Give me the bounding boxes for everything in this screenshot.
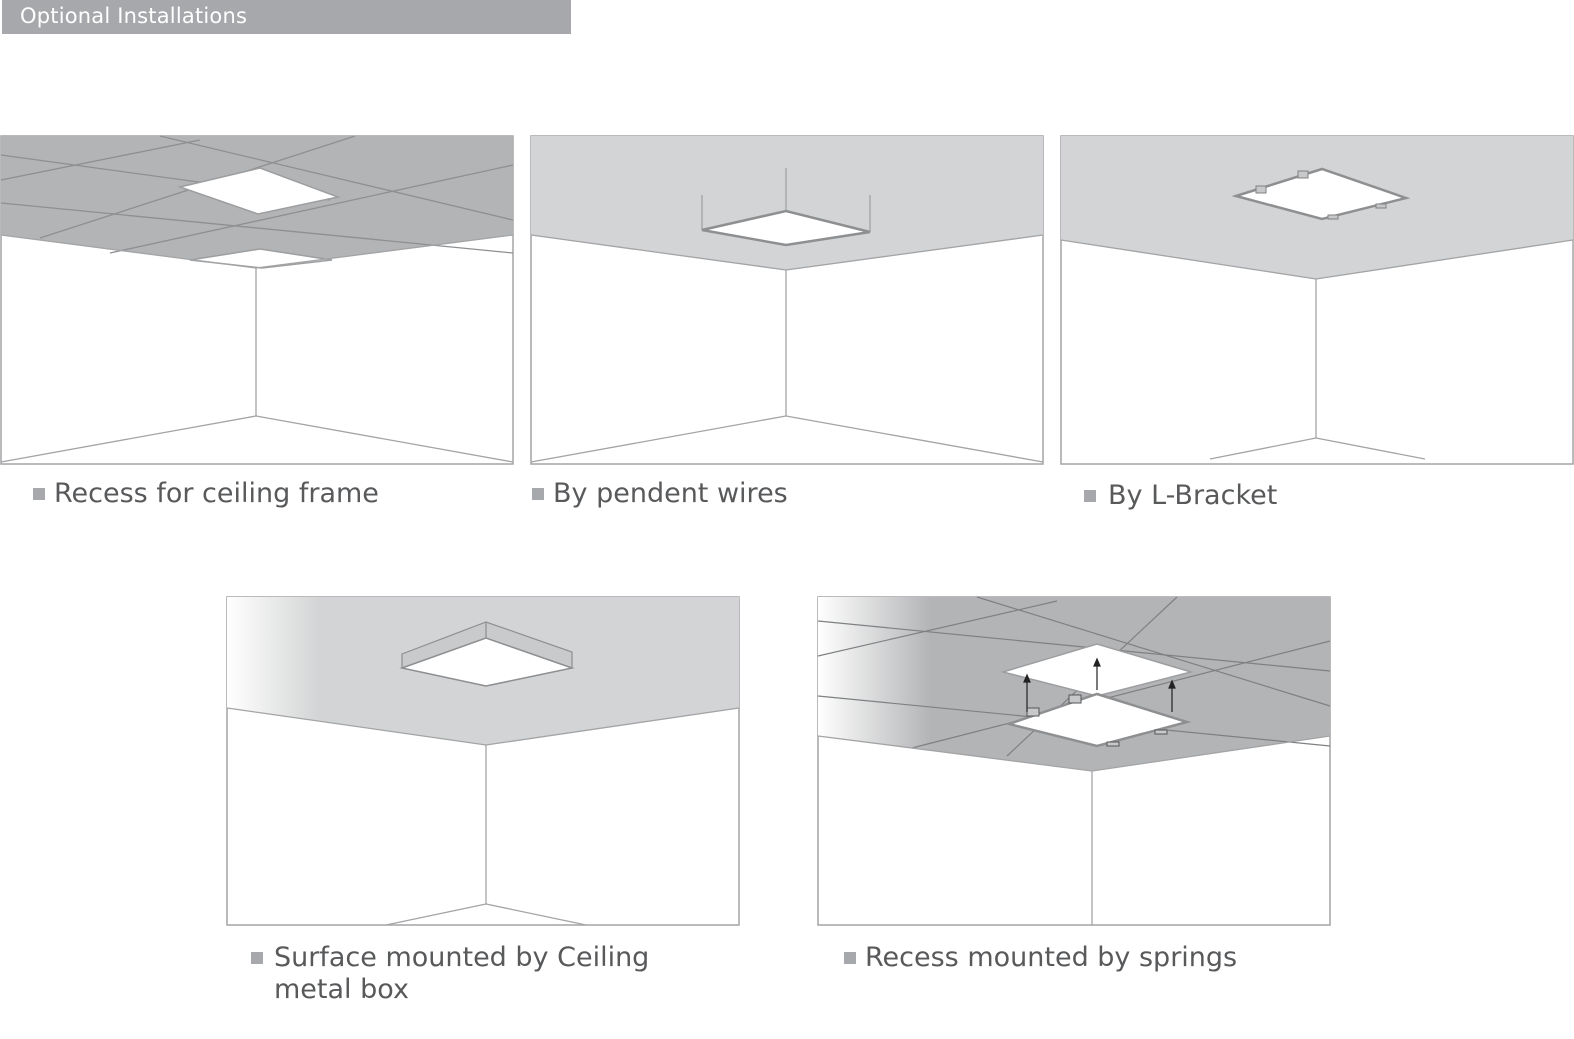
caption-recess-ceiling-frame: Recess for ceiling frame bbox=[33, 478, 379, 510]
caption-pendent-wires: By pendent wires bbox=[532, 478, 788, 510]
bullet-square-icon bbox=[251, 952, 263, 964]
suspended-panel-illustration bbox=[530, 135, 1044, 465]
installation-surface-box bbox=[226, 596, 740, 926]
bullet-square-icon bbox=[844, 952, 856, 964]
installation-spring-recess bbox=[817, 596, 1331, 926]
bullet-square-icon bbox=[1084, 490, 1096, 502]
spring-recessed-panel-illustration bbox=[817, 596, 1331, 926]
surface-box-panel-illustration bbox=[226, 596, 740, 926]
section-title: Optional Installations bbox=[20, 4, 248, 28]
caption-text: Recess mounted by springs bbox=[865, 942, 1238, 973]
caption-surface-box: Surface mounted by Ceiling metal box bbox=[251, 942, 650, 1006]
caption-text: By L-Bracket bbox=[1108, 480, 1278, 511]
installation-recess-ceiling-frame bbox=[0, 135, 514, 465]
bullet-square-icon bbox=[33, 488, 45, 500]
caption-spring-recess: Recess mounted by springs bbox=[844, 942, 1238, 974]
recessed-grid-panel-illustration bbox=[0, 135, 514, 465]
caption-text-line1: Surface mounted by Ceiling bbox=[274, 942, 650, 973]
installation-pendent-wires bbox=[530, 135, 1044, 465]
caption-l-bracket: By L-Bracket bbox=[1084, 480, 1278, 512]
caption-text-line2: metal box bbox=[274, 974, 409, 1005]
installation-l-bracket bbox=[1060, 135, 1574, 465]
caption-text: By pendent wires bbox=[553, 478, 788, 509]
caption-text: Recess for ceiling frame bbox=[54, 478, 379, 509]
bullet-square-icon bbox=[532, 488, 544, 500]
section-header: Optional Installations bbox=[2, 0, 571, 34]
bracket-mounted-panel-illustration bbox=[1060, 135, 1574, 465]
